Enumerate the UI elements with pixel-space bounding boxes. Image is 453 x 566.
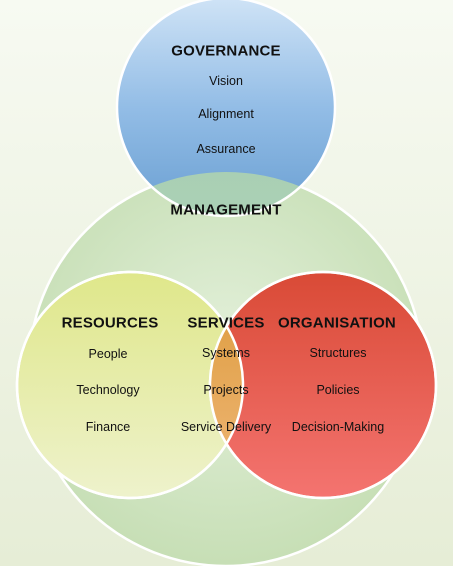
organisation-item-structures: Structures — [309, 346, 367, 360]
services-item-service-delivery: Service Delivery — [180, 420, 272, 434]
organisation-item-policies: Policies — [316, 383, 360, 397]
management-title: MANAGEMENT — [170, 201, 282, 219]
resources-outline — [15, 270, 245, 500]
governance-item-assurance: Assurance — [196, 142, 256, 156]
organisation-title: ORGANISATION — [278, 314, 396, 332]
governance-circle — [117, 0, 335, 216]
resources-item-people: People — [88, 347, 128, 361]
services-title: SERVICES — [187, 314, 265, 332]
organisation-outline — [208, 270, 438, 500]
governance-item-alignment: Alignment — [198, 107, 254, 121]
resources-title: RESOURCES — [61, 314, 159, 332]
services-item-systems: Systems — [202, 346, 250, 360]
governance-item-vision: Vision — [209, 74, 243, 88]
resources-item-finance: Finance — [85, 420, 131, 434]
services-item-projects: Projects — [203, 383, 249, 397]
organisation-item-decision-making: Decision-Making — [291, 420, 385, 434]
governance-outline — [115, 0, 337, 218]
governance-title: GOVERNANCE — [171, 42, 281, 60]
resources-item-technology: Technology — [76, 383, 140, 397]
